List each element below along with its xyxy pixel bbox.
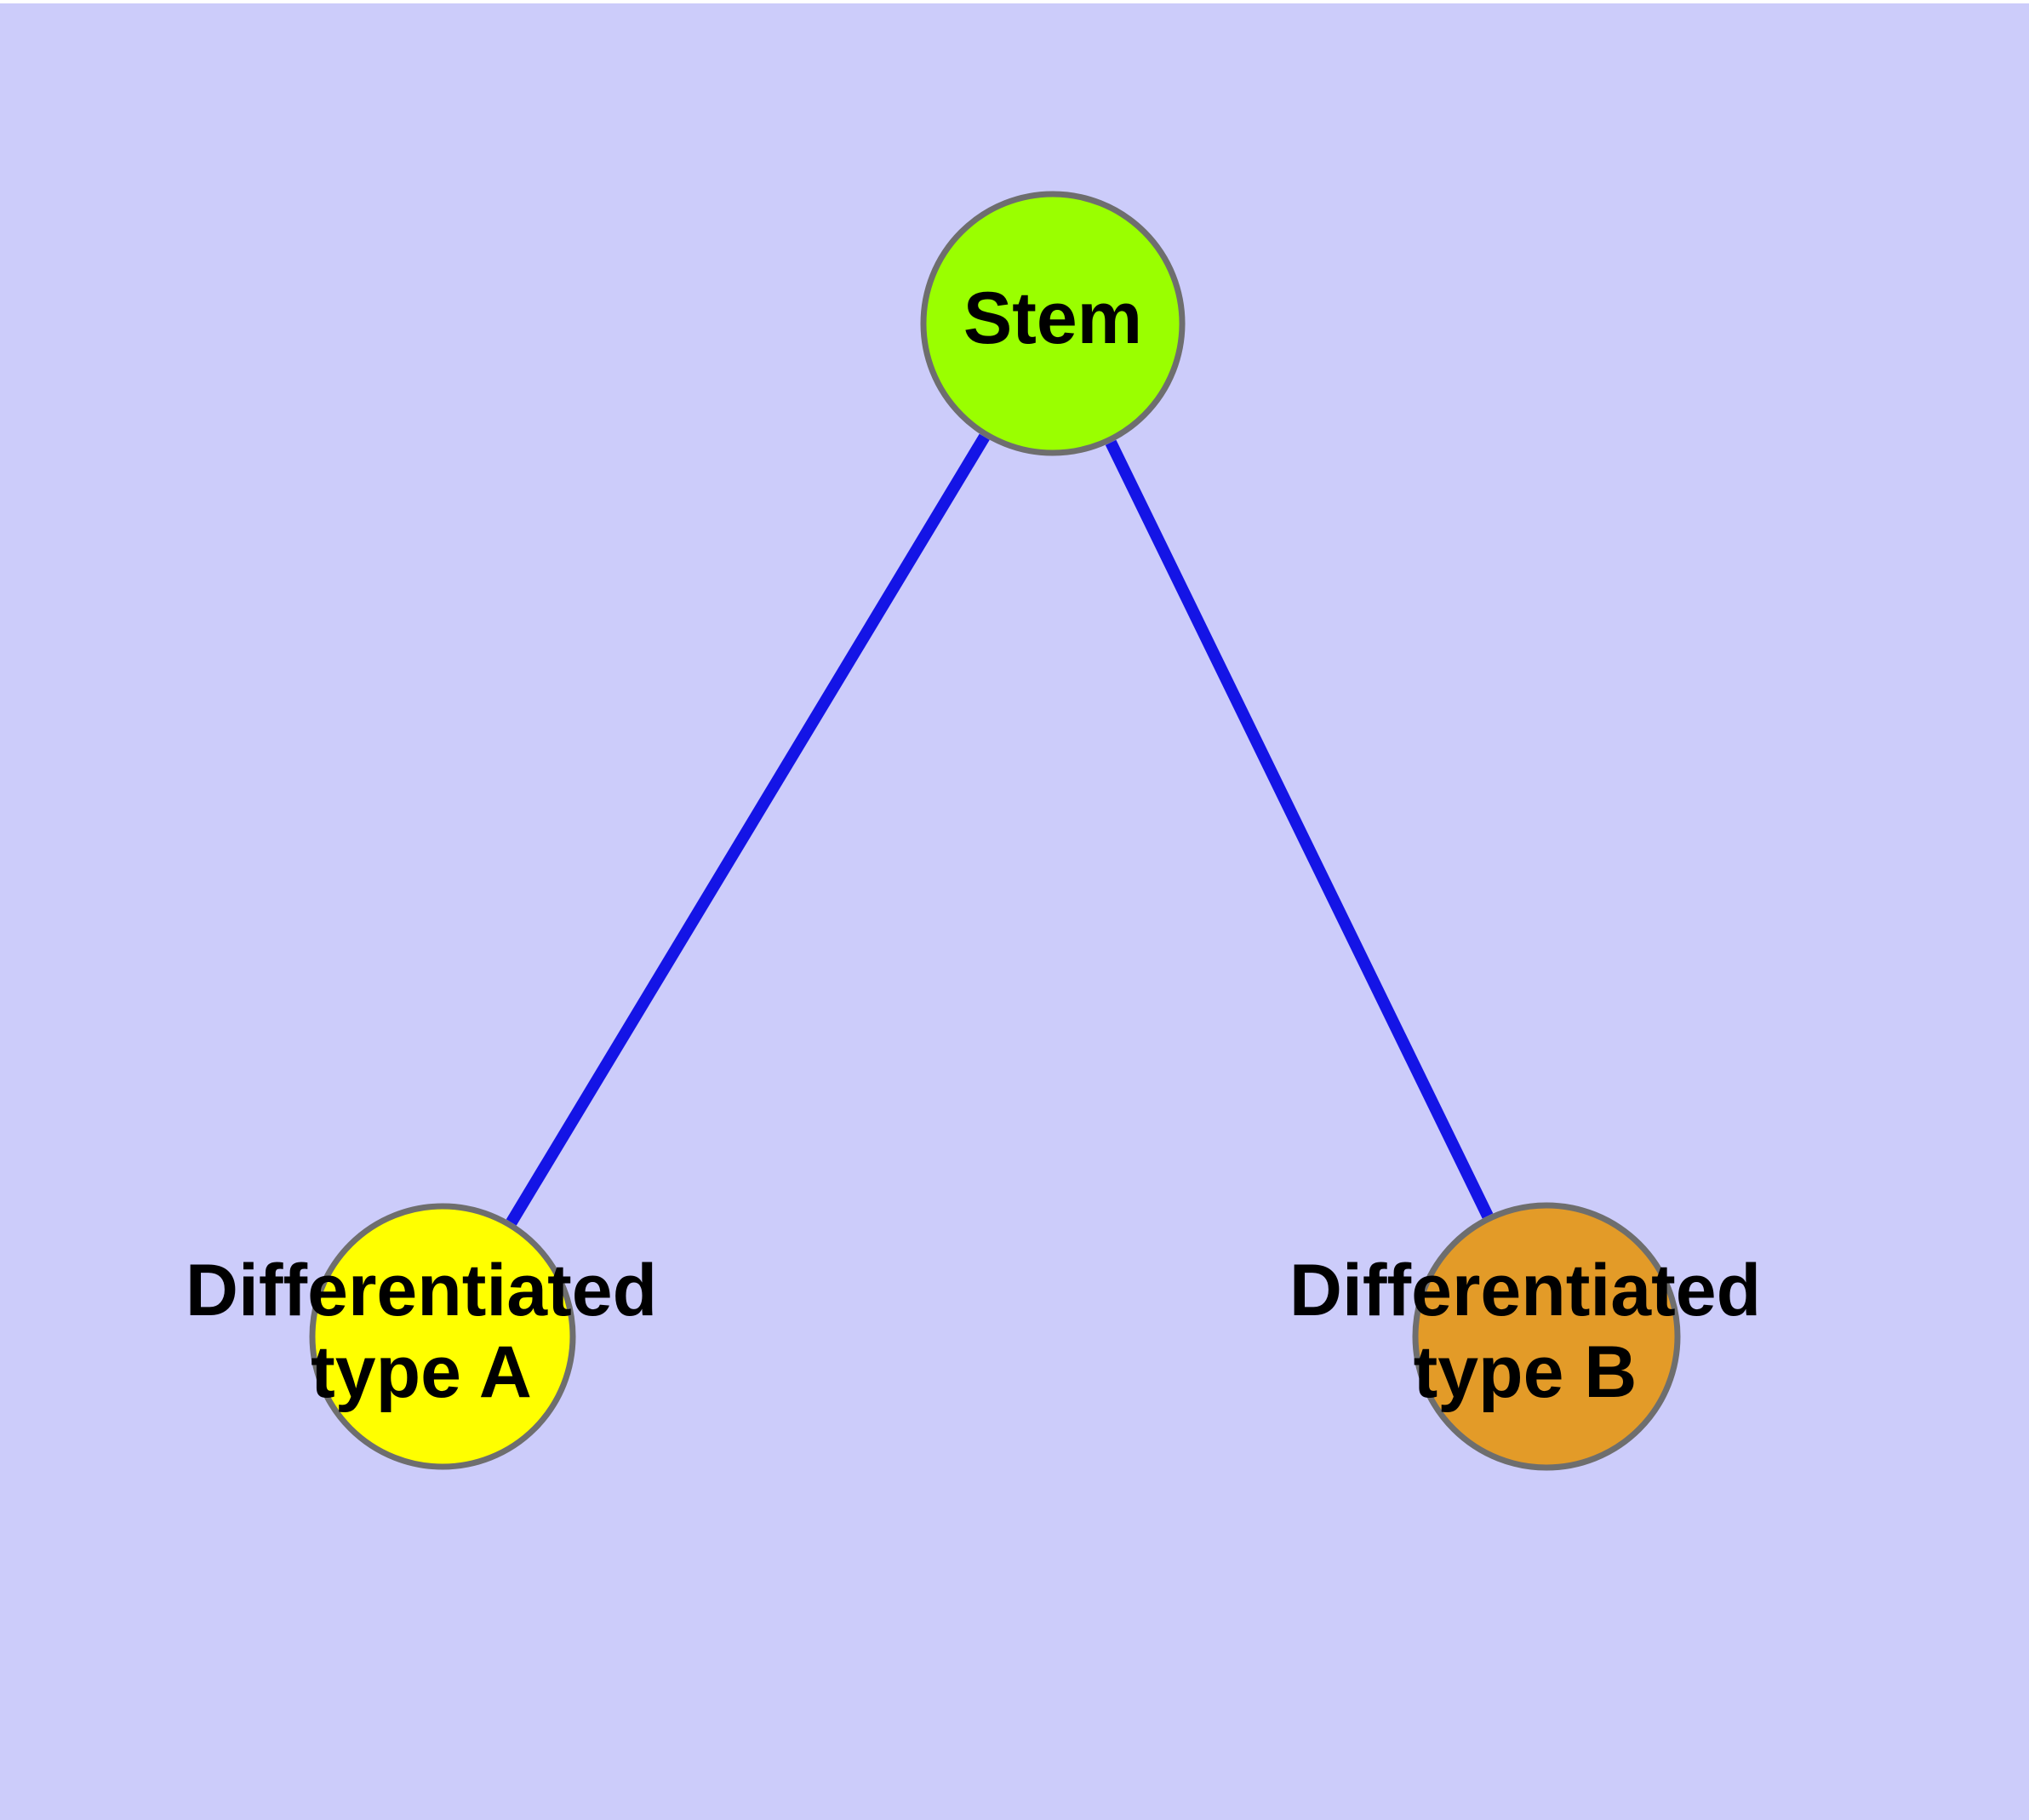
graph-edge <box>1105 439 1494 1219</box>
graph-node-label-line: type A <box>311 1331 532 1413</box>
graph-node-diff_b[interactable] <box>1412 1202 1681 1471</box>
node-layer <box>309 191 1681 1471</box>
graph-node-label-line: Stem <box>963 278 1142 359</box>
graph-node-label-line: Differentiated <box>1289 1250 1761 1331</box>
graph-node-label-line: type B <box>1414 1331 1637 1413</box>
graph-node-stem[interactable] <box>920 191 1186 456</box>
graph-node-label-stem: Stem <box>963 278 1142 359</box>
graph-edge <box>506 433 990 1226</box>
edge-layer <box>506 433 1494 1226</box>
graph-node-diff_a[interactable] <box>309 1203 576 1470</box>
graph-node-label-line: Differentiated <box>186 1250 657 1331</box>
